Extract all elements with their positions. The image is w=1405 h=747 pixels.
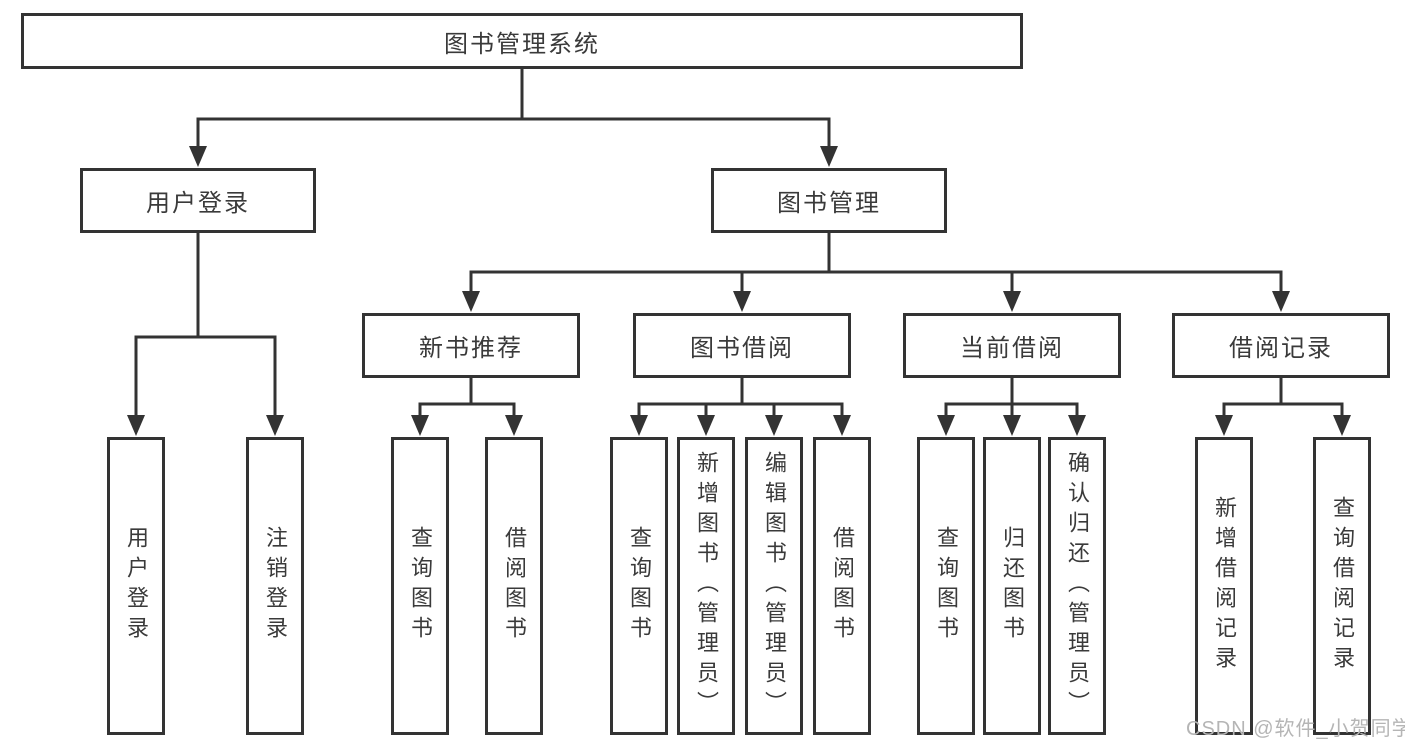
node-current-borrow: 当前借阅 (903, 313, 1121, 378)
leaf-query-books-current-label: 查询图书 (934, 526, 959, 646)
leaf-borrow-books-recommend-label: 借阅图书 (502, 526, 527, 646)
leaf-query-books-recommend-label: 查询图书 (408, 526, 433, 646)
leaf-logout-label: 注销登录 (263, 526, 288, 646)
node-book-borrow: 图书借阅 (633, 313, 851, 378)
node-book-management-label: 图书管理 (777, 190, 881, 217)
node-root: 图书管理系统 (21, 13, 1023, 69)
node-book-borrow-label: 图书借阅 (690, 335, 794, 362)
leaf-add-book-admin-label: 新增图书（管理员） (694, 451, 719, 721)
leaf-edit-book-admin: 编辑图书（管理员） (745, 437, 803, 735)
leaf-user-login: 用户登录 (107, 437, 165, 735)
node-new-book-recommend: 新书推荐 (362, 313, 580, 378)
leaf-query-books-borrow: 查询图书 (610, 437, 668, 735)
node-user-login: 用户登录 (80, 168, 316, 233)
leaf-query-books-borrow-label: 查询图书 (627, 526, 652, 646)
leaf-return-book-label: 归还图书 (1000, 526, 1025, 646)
leaf-logout: 注销登录 (246, 437, 304, 735)
leaf-add-borrow-record-label: 新增借阅记录 (1212, 496, 1237, 676)
node-root-label: 图书管理系统 (444, 30, 600, 58)
node-book-management: 图书管理 (711, 168, 947, 233)
node-new-book-recommend-label: 新书推荐 (419, 335, 523, 362)
leaf-query-borrow-record-label: 查询借阅记录 (1330, 496, 1355, 676)
leaf-add-book-admin: 新增图书（管理员） (677, 437, 735, 735)
leaf-confirm-return-admin: 确认归还（管理员） (1048, 437, 1106, 735)
node-borrow-records: 借阅记录 (1172, 313, 1390, 378)
leaf-query-books-current: 查询图书 (917, 437, 975, 735)
leaf-borrow-books-recommend: 借阅图书 (485, 437, 543, 735)
node-borrow-records-label: 借阅记录 (1229, 335, 1333, 362)
leaf-query-books-recommend: 查询图书 (391, 437, 449, 735)
leaf-return-book: 归还图书 (983, 437, 1041, 735)
csdn-watermark: CSDN @软件_小贺同学 (1186, 718, 1405, 740)
leaf-edit-book-admin-label: 编辑图书（管理员） (762, 451, 787, 721)
leaf-borrow-books-label: 借阅图书 (830, 526, 855, 646)
node-current-borrow-label: 当前借阅 (960, 335, 1064, 362)
leaf-borrow-books: 借阅图书 (813, 437, 871, 735)
node-user-login-label: 用户登录 (146, 190, 250, 217)
leaf-add-borrow-record: 新增借阅记录 (1195, 437, 1253, 735)
leaf-query-borrow-record: 查询借阅记录 (1313, 437, 1371, 735)
leaf-confirm-return-admin-label: 确认归还（管理员） (1065, 451, 1090, 721)
leaf-user-login-label: 用户登录 (124, 526, 149, 646)
